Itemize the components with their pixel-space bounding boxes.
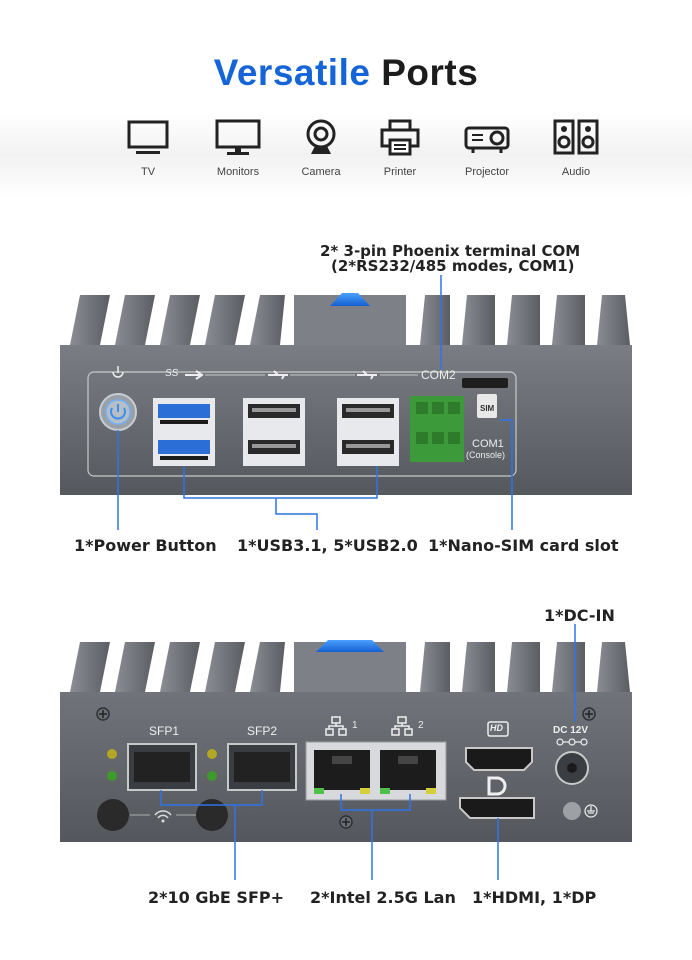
lan1-text: 1 [352, 720, 358, 731]
device-label: Audio [561, 166, 591, 178]
title-accent: Versatile [213, 52, 371, 93]
video-label: 1*HDMI, 1*DP [472, 888, 597, 907]
com1-text: COM1 [472, 438, 504, 450]
com-label-line1: 2* 3-pin Phoenix terminal COM [320, 242, 581, 260]
heatsink-fins [70, 293, 630, 347]
sim-label: 1*Nano-SIM card slot [428, 536, 619, 555]
camera-icon [306, 119, 336, 154]
hd-text: HD [490, 723, 503, 733]
device-projector: Projector [452, 118, 522, 178]
sfp2-text: SFP2 [247, 724, 278, 738]
device-tv: TV [113, 118, 183, 178]
usb-label: 1*USB3.1, 5*USB2.0 [237, 536, 418, 555]
projector-icon [464, 126, 510, 153]
monitor-icon [215, 119, 261, 155]
device-monitors: Monitors [203, 118, 273, 178]
printer-icon [380, 119, 420, 156]
tv-icon [127, 120, 169, 154]
com-label-line2: (2*RS232/485 modes, COM1) [331, 257, 575, 275]
device-label: Printer [383, 166, 417, 178]
sfp-label: 2*10 GbE SFP+ [148, 888, 285, 907]
title-rest: Ports [381, 52, 479, 93]
device-label: Projector [464, 166, 510, 178]
power-label: 1*Power Button [74, 536, 217, 555]
speaker-icon [553, 119, 599, 155]
dcin-label: 1*DC-IN [544, 606, 615, 625]
device-label: Camera [301, 166, 341, 178]
lan2-text: 2 [418, 720, 424, 731]
device-label: Monitors [216, 166, 260, 178]
usb3-ss-text: SS [165, 368, 179, 379]
device-printer: Printer [365, 118, 435, 178]
dc12v-text: DC 12V [553, 725, 589, 736]
device-band [0, 112, 692, 198]
sim-text: SIM [480, 404, 495, 413]
device-label: TV [140, 166, 156, 178]
lan-label: 2*Intel 2.5G Lan [310, 888, 456, 907]
console-text: (Console) [466, 450, 506, 460]
sfp1-text: SFP1 [149, 724, 180, 738]
device-camera: Camera [286, 118, 356, 178]
com2-text: COM2 [421, 368, 456, 382]
device-audio: Audio [541, 118, 611, 178]
page-title: Versatile Ports [0, 52, 692, 94]
